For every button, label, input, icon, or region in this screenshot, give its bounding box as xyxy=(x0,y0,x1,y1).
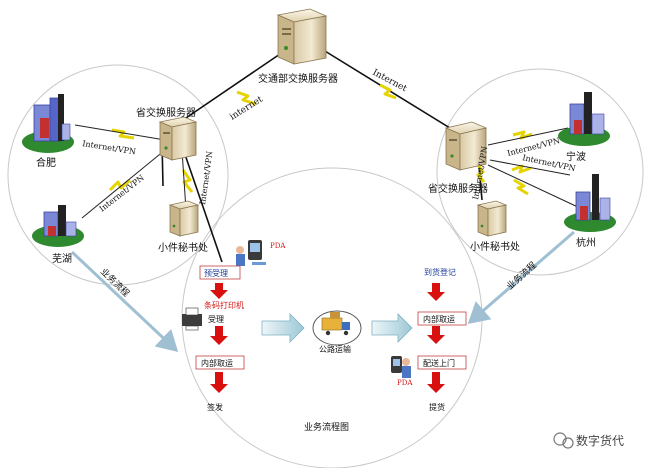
ship-label: 签发 xyxy=(207,402,223,412)
hangzhou-label: 杭州 xyxy=(576,236,596,249)
ningbo-label: 宁波 xyxy=(566,150,586,163)
right-secretary-label: 小件秘书处 xyxy=(470,240,520,253)
right-provincial-server-label: 省交换服务器 xyxy=(428,182,488,195)
process-caption: 业务流程图 xyxy=(304,421,349,433)
internal-transport-right-box xyxy=(417,311,467,326)
right-pda-icon xyxy=(391,356,411,378)
right-block-arrow xyxy=(371,313,413,343)
watermark-logo-icon xyxy=(553,432,574,449)
left-secretary-server-icon xyxy=(168,200,200,237)
right-pda-label: PDA xyxy=(397,379,413,387)
left-provincial-server-icon xyxy=(158,116,198,161)
door-delivery-label: 配送上门 xyxy=(423,358,455,368)
watermark-text: 数字货代 xyxy=(576,433,624,448)
barcode-printer-label: 条码打印机 xyxy=(204,300,244,310)
wuhu-label: 芜湖 xyxy=(52,252,72,265)
arrival-register-label: 到货登记 xyxy=(424,267,456,277)
barcode-printer-icon xyxy=(182,307,202,331)
left-red-arrows xyxy=(210,283,228,393)
link-label-vpn-hefei: Internet/VPN xyxy=(82,139,137,156)
left-pda-icon xyxy=(236,240,266,266)
wuhu-city-icon xyxy=(32,205,84,247)
link-label-vpn-wuhu: Internet/VPN xyxy=(98,173,146,213)
road-transport-label: 公路运输 xyxy=(319,344,351,354)
left-block-arrow xyxy=(261,313,305,343)
truck-icon xyxy=(312,310,362,346)
left-flow-arrow xyxy=(70,250,179,353)
accept-label: 受理 xyxy=(208,314,224,324)
internal-transport-right-label: 内部取运 xyxy=(423,314,455,324)
right-flow-label: 业务流程 xyxy=(504,259,539,292)
pre-accept-label: 预受理 xyxy=(204,268,228,278)
left-pda-label: PDA xyxy=(270,242,286,250)
door-delivery-box xyxy=(417,355,467,370)
right-provincial-server-icon xyxy=(444,121,488,171)
link-label-vpn-left-secretary: Internet/VPN xyxy=(198,151,214,206)
hefei-city-icon xyxy=(22,94,74,153)
pre-accept-box xyxy=(199,265,241,280)
right-region-circle xyxy=(436,68,644,276)
hefei-label: 合肥 xyxy=(36,156,56,169)
center-server-label: 交通部交换服务器 xyxy=(258,72,338,85)
pickup-label: 提货 xyxy=(429,402,445,412)
ningbo-city-icon xyxy=(558,92,610,146)
right-red-arrows xyxy=(427,283,445,393)
left-secretary-label: 小件秘书处 xyxy=(158,241,208,254)
left-provincial-server-label: 省交换服务器 xyxy=(136,106,196,119)
right-flow-arrow xyxy=(467,230,575,324)
left-region-circle xyxy=(7,64,229,286)
internal-transport-left-label: 内部取运 xyxy=(201,358,233,368)
hangzhou-city-icon xyxy=(564,174,616,232)
right-secretary-server-icon xyxy=(476,200,508,237)
wireless-links xyxy=(108,83,533,196)
internal-transport-left-box xyxy=(195,355,245,370)
center-server-icon xyxy=(276,8,328,65)
